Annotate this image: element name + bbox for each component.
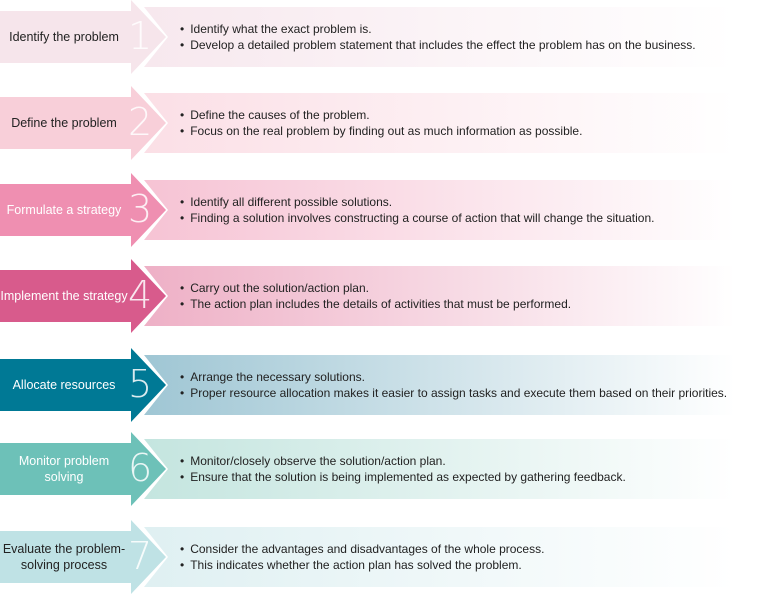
step-row: Monitor problem solving 6 Monitor/closel… [0, 432, 770, 506]
bullet-item: Carry out the solution/action plan. [180, 280, 571, 296]
step-bullets: Define the causes of the problem. Focus … [180, 100, 582, 146]
step-title: Monitor problem solving [18, 454, 110, 484]
step-bullets: Identify all different possible solution… [180, 187, 654, 233]
step-arrow [0, 348, 166, 422]
bullet-item: Monitor/closely observe the solution/act… [180, 453, 626, 469]
step-row: Allocate resources 5 Arrange the necessa… [0, 348, 770, 422]
step-title: Identify the problem [9, 30, 119, 44]
step-number: 1 [128, 14, 153, 58]
step-number: 7 [128, 534, 153, 578]
step-number: 3 [128, 187, 153, 231]
step-arrow [0, 173, 166, 247]
step-title: Define the problem [11, 116, 117, 130]
bullet-item: The action plan includes the details of … [180, 296, 571, 312]
step-row: Identify the problem 1 Identify what the… [0, 0, 770, 74]
step-row: Implement the strategy 4 Carry out the s… [0, 259, 770, 333]
bullet-item: Consider the advantages and disadvantage… [180, 541, 544, 557]
step-bullets: Monitor/closely observe the solution/act… [180, 446, 626, 492]
bullet-item: Proper resource allocation makes it easi… [180, 385, 727, 401]
bullet-item: Finding a solution involves constructing… [180, 210, 654, 226]
step-number: 5 [128, 362, 153, 406]
step-row: Define the problem 2 Define the causes o… [0, 86, 770, 160]
bullet-item: Focus on the real problem by finding out… [180, 123, 582, 139]
bullet-item: Identify all different possible solution… [180, 194, 654, 210]
step-number: 4 [128, 273, 153, 317]
bullet-item: Arrange the necessary solutions. [180, 369, 727, 385]
step-bullets: Arrange the necessary solutions. Proper … [180, 362, 727, 408]
bullet-item: Identify what the exact problem is. [180, 21, 696, 37]
step-number: 2 [128, 100, 153, 144]
step-title: Allocate resources [12, 378, 116, 392]
step-arrow [0, 0, 166, 74]
bullet-item: Define the causes of the problem. [180, 107, 582, 123]
step-arrow [0, 520, 166, 594]
step-number: 6 [128, 446, 153, 490]
step-row: Evaluate the problem-solving process 7 C… [0, 520, 770, 594]
bullet-item: Develop a detailed problem statement tha… [180, 37, 695, 53]
step-arrow [0, 259, 166, 333]
bullet-item: Ensure that the solution is being implem… [180, 469, 626, 485]
step-bullets: Consider the advantages and disadvantage… [180, 534, 544, 580]
step-bullets: Carry out the solution/action plan. The … [180, 273, 571, 319]
step-arrow [0, 432, 166, 506]
step-arrow [0, 86, 166, 160]
step-title: Evaluate the problem-solving process [2, 542, 126, 572]
step-row: Formulate a strategy 3 Identify all diff… [0, 173, 770, 247]
step-title: Implement the strategy [0, 289, 128, 303]
bullet-item: This indicates whether the action plan h… [180, 557, 544, 573]
step-title: Formulate a strategy [6, 203, 122, 217]
step-bullets: Identify what the exact problem is. Deve… [180, 14, 696, 60]
